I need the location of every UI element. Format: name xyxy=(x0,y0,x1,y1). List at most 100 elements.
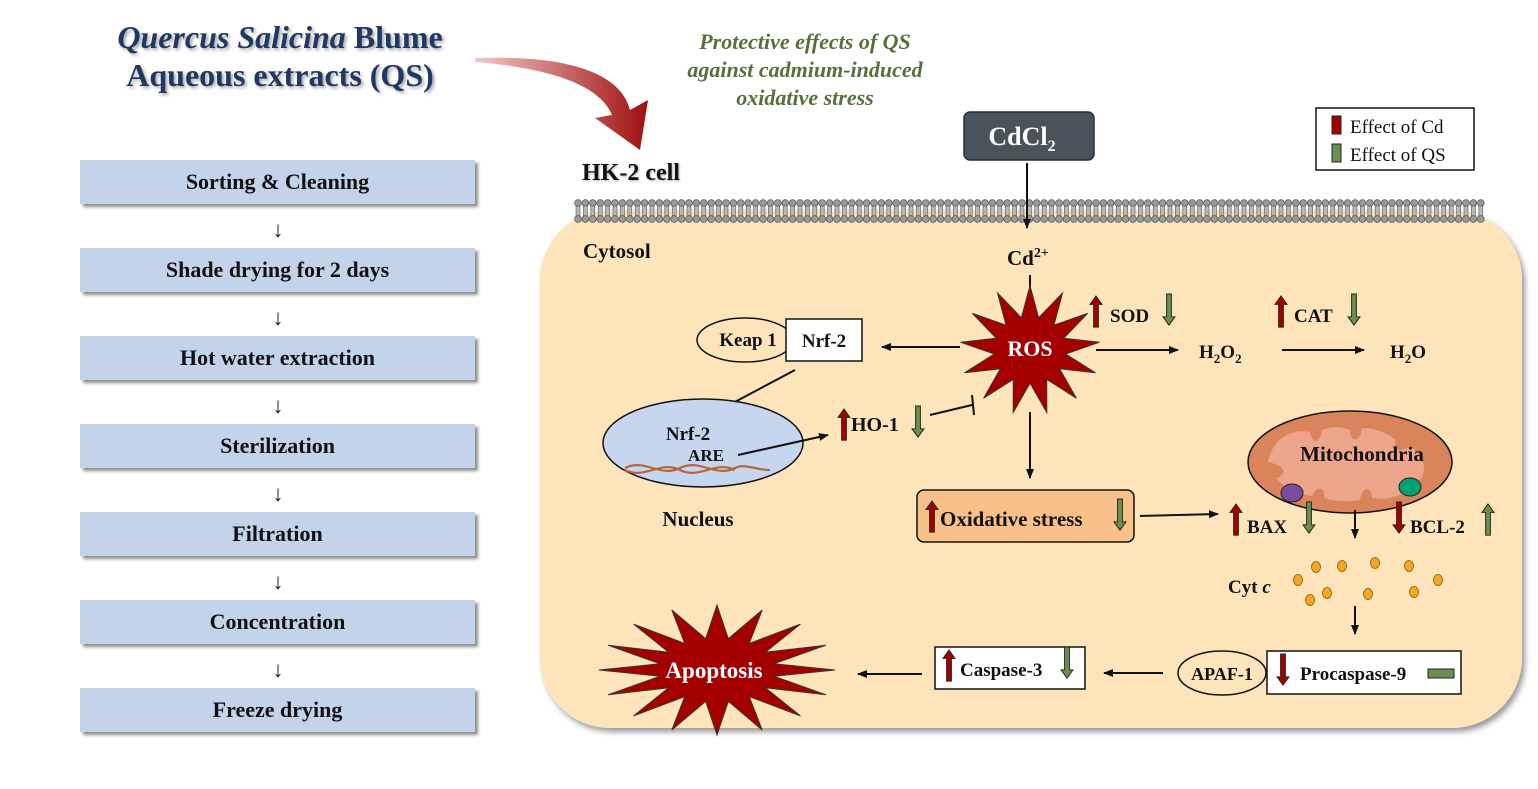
title-species: Quercus Salicina xyxy=(117,19,346,55)
legend-qs-label: Effect of QS xyxy=(1350,145,1446,166)
are-label: ARE xyxy=(688,446,724,465)
procaspase9-no-change-icon xyxy=(1427,668,1455,679)
sod-up-arrow-icon xyxy=(1089,295,1103,328)
ros-label: ROS xyxy=(1007,336,1052,361)
lipid xyxy=(1454,199,1463,223)
cd-ion-label: Cd2+ xyxy=(1007,246,1049,270)
lipid xyxy=(655,199,664,223)
lipid xyxy=(1181,199,1189,223)
step-filtration: Filtration xyxy=(80,512,475,556)
bax-up-arrow-icon xyxy=(1229,503,1243,536)
lipid xyxy=(633,199,641,223)
apoptosis-star xyxy=(598,603,836,737)
step-sorting-cleaning: Sorting & Cleaning xyxy=(80,160,475,204)
lipid xyxy=(1469,199,1478,223)
lipid xyxy=(1336,199,1344,223)
lipid xyxy=(929,199,937,223)
ho1-label: HO-1 xyxy=(851,414,899,436)
lipid xyxy=(611,199,619,223)
lipid xyxy=(751,199,760,223)
lipid xyxy=(1247,199,1256,223)
diagram-subtitle: Protective effects of QS against cadmium… xyxy=(640,28,970,112)
nucleus-label: Nucleus xyxy=(662,507,733,531)
lipid xyxy=(1240,199,1248,223)
lipid xyxy=(885,199,893,223)
lipid xyxy=(714,199,723,223)
subtitle-line3: oxidative stress xyxy=(736,85,874,110)
mitochondria-cristae xyxy=(1268,427,1425,502)
lipid xyxy=(685,199,693,223)
lipid xyxy=(1299,199,1307,223)
cytc-particle xyxy=(1293,574,1303,586)
cytc-particle xyxy=(1322,587,1332,599)
step-arrow: ↓ xyxy=(272,217,284,242)
lipid xyxy=(618,199,627,223)
lipid xyxy=(1403,199,1411,223)
apoptosis-label: Apoptosis xyxy=(665,658,762,683)
caspase3-box xyxy=(934,646,1086,690)
lipid xyxy=(1151,199,1159,223)
nrf2-label: Nrf-2 xyxy=(802,331,846,352)
legend-cd-label: Effect of Cd xyxy=(1350,117,1444,138)
lipid xyxy=(788,199,797,223)
nucleus-nrf2-label: Nrf-2 xyxy=(666,424,710,445)
lipid xyxy=(1114,199,1122,223)
lipid xyxy=(1284,199,1293,223)
procaspase9-down-arrow-icon xyxy=(1276,653,1290,687)
lipid xyxy=(781,199,789,223)
cat-down-arrow-icon xyxy=(1347,293,1361,327)
lipid xyxy=(1158,199,1167,223)
cytc-particle xyxy=(1337,560,1347,572)
lipid xyxy=(670,199,678,223)
lipid xyxy=(803,199,812,223)
lipid xyxy=(640,199,649,223)
lipid xyxy=(1269,199,1278,223)
lipid xyxy=(840,199,849,223)
bcl2-down-arrow-icon xyxy=(1392,501,1406,535)
lipid xyxy=(996,199,1004,223)
lipid xyxy=(1432,199,1441,223)
ho1-up-arrow-icon xyxy=(837,408,851,441)
lipid xyxy=(1277,199,1285,223)
lipid xyxy=(1188,199,1196,223)
subtitle-line2: against cadmium-induced xyxy=(687,57,923,82)
cytc-particle xyxy=(1409,586,1419,598)
lipid xyxy=(722,199,730,223)
lipid xyxy=(1440,199,1448,223)
step-hot-water-extraction: Hot water extraction xyxy=(80,336,475,380)
lipid xyxy=(944,199,952,223)
lipid xyxy=(951,199,960,223)
h2o2-label: H2O2 xyxy=(1199,342,1242,366)
ros-star xyxy=(960,283,1100,415)
lipid xyxy=(973,199,982,223)
lipid xyxy=(1121,199,1130,223)
lipid xyxy=(1306,199,1315,223)
lipid xyxy=(1003,199,1011,223)
cytc-particle xyxy=(1363,588,1373,600)
cat-label: CAT xyxy=(1294,306,1333,327)
lipid xyxy=(1262,199,1270,223)
lipid xyxy=(1129,199,1137,223)
lipid xyxy=(759,199,767,223)
lipid xyxy=(922,199,930,223)
lipid xyxy=(1166,199,1174,223)
procaspase9-label: Procaspase-9 xyxy=(1300,664,1406,685)
step-shade-drying: Shade drying for 2 days xyxy=(80,248,475,292)
lipid xyxy=(914,199,923,223)
lipid xyxy=(1255,199,1263,223)
oxstress-up-arrow-icon xyxy=(925,500,939,533)
legend-qs-swatch xyxy=(1331,143,1342,163)
cytc-particle xyxy=(1404,560,1414,572)
sod-down-arrow-icon xyxy=(1162,293,1176,327)
apaf1-ellipse xyxy=(1177,650,1267,696)
lipid xyxy=(1033,199,1041,223)
lipid xyxy=(596,199,604,223)
cytc-particle xyxy=(1433,574,1443,586)
lipid xyxy=(1477,199,1485,223)
lipid xyxy=(1144,199,1152,223)
lipid xyxy=(1373,199,1381,223)
lipid xyxy=(574,199,582,223)
sod-label: SOD xyxy=(1110,306,1149,327)
lipid xyxy=(1380,199,1389,223)
lipid xyxy=(988,199,997,223)
